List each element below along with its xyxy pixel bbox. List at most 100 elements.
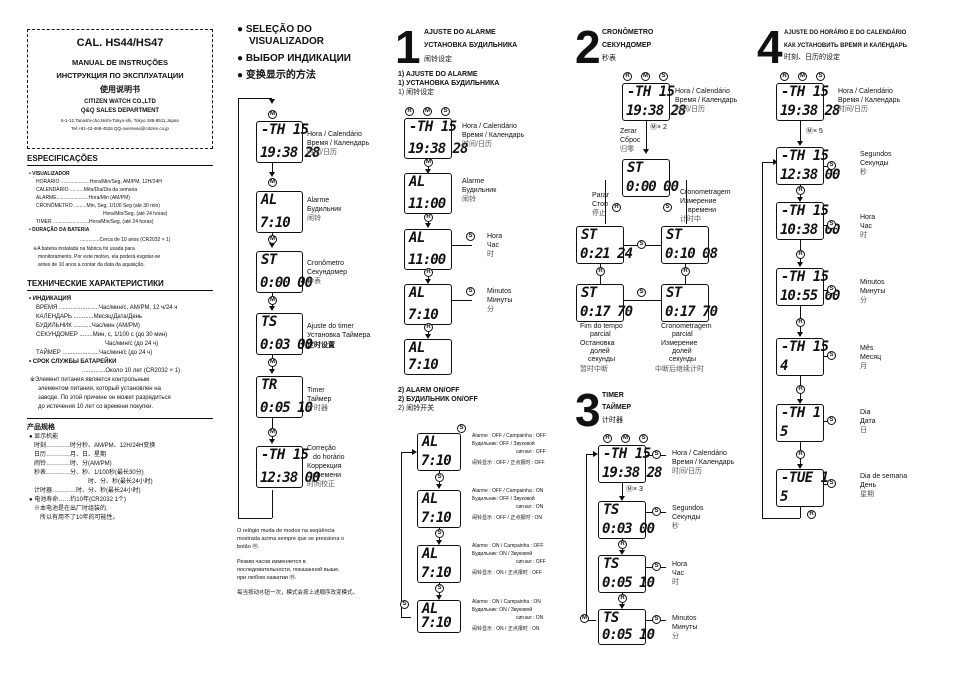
alarm-state-text: Будильник: OFF / Звуковой [472, 496, 535, 502]
timer-label: Minutos [672, 615, 697, 622]
spec-line: ..............Cerca de 10 anos (CR2032 ×… [80, 237, 171, 243]
spec-line: • ИНДИКАЦИЯ [29, 296, 72, 302]
spec-line: БУДИЛЬНИК ...........Час/мин (AM/PM) [36, 323, 140, 329]
start-button-icon: S [652, 615, 661, 624]
start-button-icon: S [652, 562, 661, 571]
alarm-label: Будильник [462, 187, 497, 194]
start-button-icon: S [639, 434, 648, 443]
mode-x2: Ⓜ× 2 [650, 124, 667, 131]
spec-line: 所以有用不了10年的可能性。 [40, 515, 119, 521]
clock-heading-ru: КАК УСТАНОВИТЬ ВРЕМЯ И КАЛЕНДАРЬ [784, 43, 907, 49]
loop-line [762, 162, 776, 163]
loop-line [238, 518, 272, 519]
alarm-label: 闹铃 [462, 196, 476, 203]
mode-button-icon: M [621, 434, 630, 443]
start-button-icon: S [827, 285, 836, 294]
alarm-state-text: сигнал : ON [516, 504, 544, 510]
loop-line [762, 518, 800, 519]
spec-line: Час/мин/с (до 24 ч) [105, 341, 159, 347]
alarm-label: Час [487, 242, 500, 249]
chrono-heading-pt: CRONÔMETRO [602, 29, 654, 36]
loop-line [238, 98, 272, 99]
alarm-state-text: 闹铃显示 : ON / 正点报时 : ON [472, 626, 540, 632]
arrow-down-icon [425, 279, 431, 284]
reset-button-icon: R [405, 107, 414, 116]
mode-button-icon: M [580, 614, 589, 623]
spec-line: • СРОК СЛУЖБЫ БАТАРЕЙКИ [29, 359, 117, 365]
arrow-down-icon [425, 334, 431, 339]
flow-line [605, 180, 606, 224]
spec-line: ..............Около 10 лет (CR2032 × 1) [82, 368, 181, 374]
chrono-label: Измерение [661, 340, 698, 347]
mode-label: Таймер [307, 396, 332, 403]
start-button-icon: S [827, 220, 836, 229]
spec-ru-heading: ТЕХНИЧЕСКИЕ ХАРАКТЕРИСТИКИ [27, 279, 164, 288]
timer-label: Hora [672, 561, 688, 568]
start-button-icon: S [652, 450, 661, 459]
clock-label: 秒 [860, 169, 867, 176]
mode-x3: Ⓜ× 3 [626, 486, 643, 493]
alarm-sub: 1) 闹铃设定 [398, 89, 435, 96]
arrow-down-icon [797, 262, 803, 267]
spec-line: antes de 10 anos a contar da data da aqu… [38, 262, 145, 268]
clock-heading-pt: AJUSTE DO HORÁRIO E DO CALENDÁRIO [784, 30, 907, 36]
chrono-label: секунды [669, 356, 697, 363]
mode-label: Alarme [307, 197, 330, 204]
mode-note: последовательности, показанной выше, [237, 567, 340, 573]
arrow-down-icon [797, 141, 803, 146]
timer-label: 时间/日历 [672, 468, 702, 475]
chrono-label: секунды [588, 356, 616, 363]
mode-label: Установка Таймера [307, 332, 371, 339]
clock-label: Месяц [860, 354, 882, 361]
dept-name: Q&Q SALES DEPARTMENT [80, 108, 160, 114]
mode-label: do horário [313, 454, 345, 461]
clock-label: 时 [860, 232, 867, 239]
mode-button-icon: M [268, 178, 277, 187]
timer-label: Секунды [672, 514, 701, 521]
loop-line [586, 454, 596, 455]
alarm-sub: 1) AJUSTE DO ALARME [398, 71, 478, 78]
start-button-icon: S [816, 72, 825, 81]
arrow-down-icon [436, 595, 442, 600]
chrono-label: Остановка [580, 340, 615, 347]
spec-line: ● 显示机能 [29, 434, 59, 440]
start-button-icon: S [400, 600, 409, 609]
timer-heading-cn: 计时器 [602, 417, 623, 424]
reset-button-icon: R [796, 318, 805, 327]
mode-button-icon: M [268, 235, 277, 244]
mode-label: 秒表 [307, 278, 321, 285]
mode-note: mostrada acima sempre que se pressiona o [237, 536, 344, 542]
arrow-down-icon [797, 332, 803, 337]
mode-button-icon: M [268, 428, 277, 437]
mode-label: Hora / Calendário [307, 131, 362, 138]
arrow-down-icon [425, 223, 431, 228]
header-box [27, 29, 213, 149]
flow-line [800, 121, 801, 144]
reset-button-icon: R [807, 510, 816, 519]
chrono-label: 中断后继续计时 [655, 366, 704, 373]
chrono-label: Стоп [592, 201, 608, 208]
loop-line [401, 452, 402, 617]
divider [27, 418, 213, 419]
arrow-down-icon [269, 243, 275, 248]
alarm-state-text: сигнал : ON [516, 615, 544, 621]
spec-line: до истечения 10 лет со времени покупки. [38, 404, 154, 410]
alarm-state-text: Alarme : ON / Campainha : ON [472, 599, 541, 605]
loop-line [586, 454, 587, 620]
clock-label: 时间/日历 [838, 106, 868, 113]
mode-button-icon: M [423, 107, 432, 116]
alarm-label: Hora [487, 233, 503, 240]
flow-line [646, 121, 647, 151]
